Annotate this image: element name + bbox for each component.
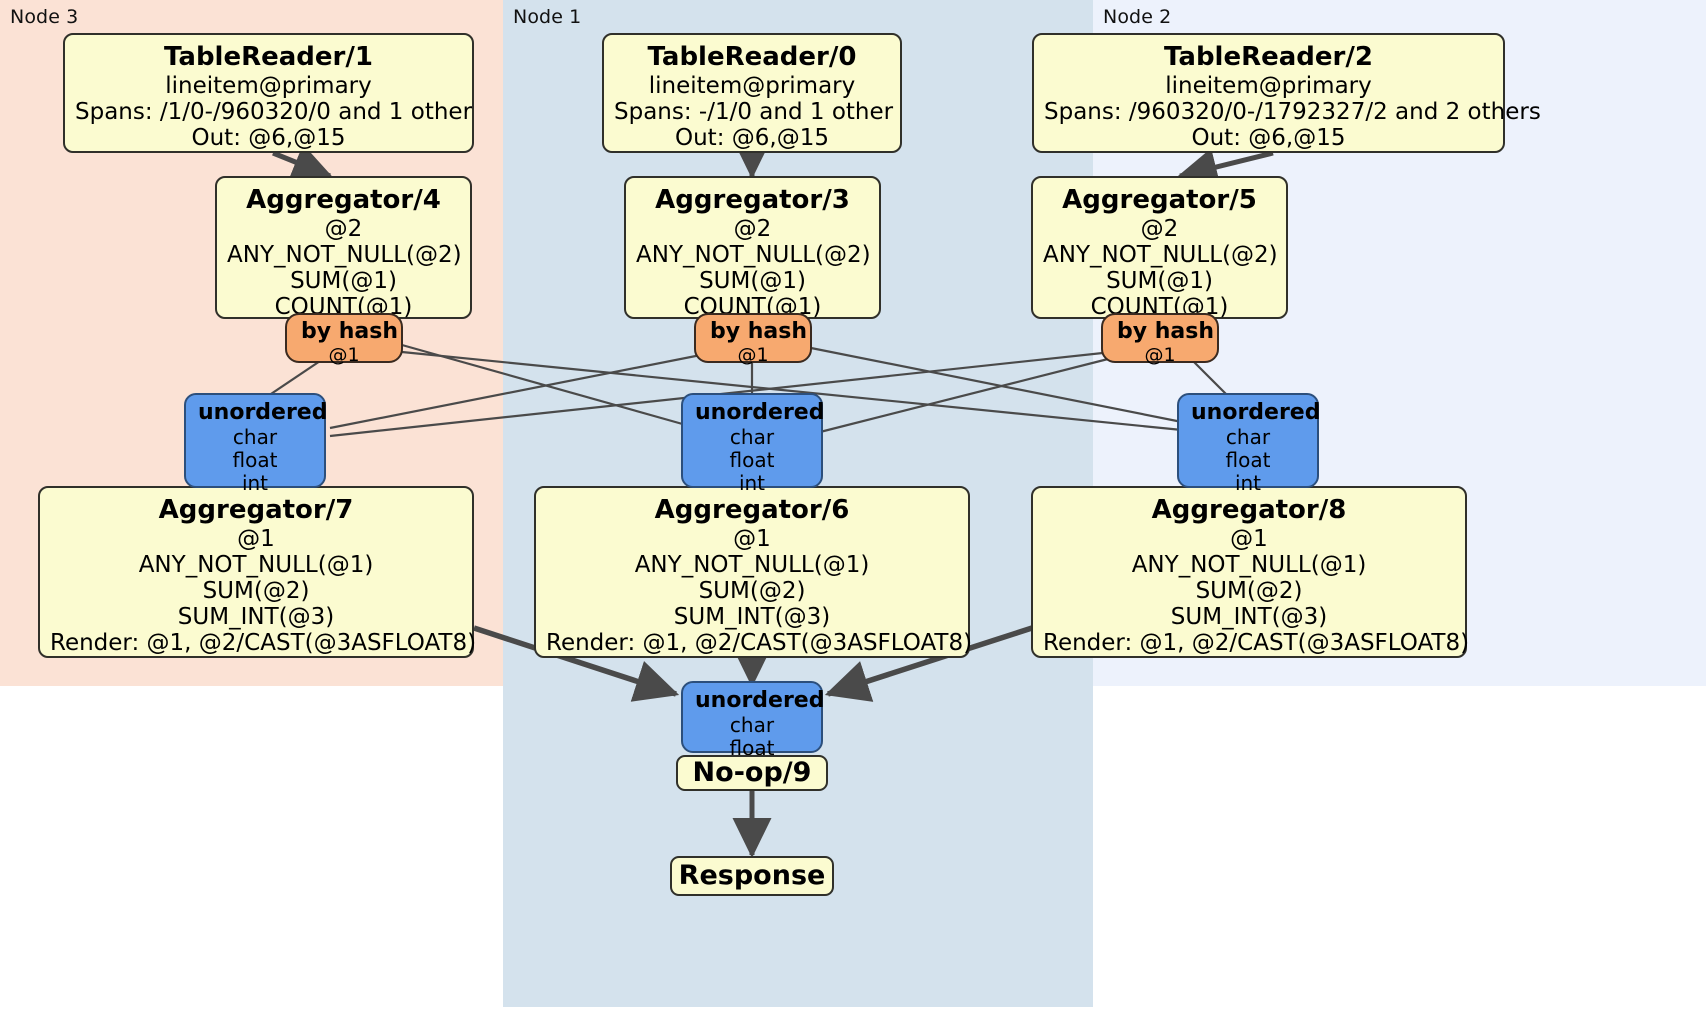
processor-title: Aggregator/6 [654,495,850,525]
processor-table: lineitem@primary [648,73,856,99]
processor-agg-3: SUM_INT(@3) [673,604,831,630]
processor-group: @1 [1230,526,1268,552]
router-column: @1 [328,344,360,366]
processor-title: TableReader/0 [647,42,857,72]
sync-title: unordered [695,400,825,425]
processor-agg-1: ANY_NOT_NULL(@1) [138,552,374,578]
processor-title: Aggregator/8 [1151,495,1347,525]
sync-type-3: int [241,471,269,495]
processor-spans: Spans: -/1/0 and 1 other [614,99,894,125]
input-sync-unordered-node2[interactable]: unordered char float int [1177,393,1321,495]
sync-type-2: float [729,736,775,760]
processor-agg-1: ANY_NOT_NULL(@2) [1043,242,1278,268]
router-title: by hash [1117,319,1215,344]
processor-agg-1: ANY_NOT_NULL(@1) [1131,552,1367,578]
node-panel-label-node1: Node 1 [513,6,582,28]
router-column: @1 [737,344,769,366]
processor-tablereader-2[interactable]: TableReader/2 lineitem@primary Spans: /9… [1032,33,1541,153]
processor-out: Out: @6,@15 [191,125,346,151]
processor-group: @1 [237,526,275,552]
processor-agg-2: SUM(@1) [699,268,806,294]
processor-tablereader-1[interactable]: TableReader/1 lineitem@primary Spans: /1… [63,33,474,153]
processor-title: Aggregator/4 [246,185,441,215]
processor-group: @2 [733,216,772,242]
sync-type-2: float [729,448,775,472]
processor-aggregator-3[interactable]: Aggregator/3 @2 ANY_NOT_NULL(@2) SUM(@1)… [624,176,881,320]
processor-agg-2: SUM(@1) [290,268,397,294]
sync-type-1: char [1225,425,1271,449]
processor-title: Aggregator/3 [655,185,850,215]
processor-agg-3: SUM_INT(@3) [177,604,335,630]
sync-type-1: char [729,425,775,449]
processor-spans: Spans: /1/0-/960320/0 and 1 other [75,99,473,125]
processor-aggregator-8[interactable]: Aggregator/8 @1 ANY_NOT_NULL(@1) SUM(@2)… [1031,486,1470,658]
processor-aggregator-6[interactable]: Aggregator/6 @1 ANY_NOT_NULL(@1) SUM(@2)… [534,486,973,658]
processor-agg-2: SUM(@2) [698,578,806,604]
processor-title: TableReader/1 [164,42,373,72]
sync-type-1: char [232,425,278,449]
processor-table: lineitem@primary [1165,73,1372,99]
processor-agg-2: SUM(@2) [202,578,310,604]
processor-title: Aggregator/7 [158,495,354,525]
router-title: by hash [301,319,399,344]
processor-aggregator-5[interactable]: Aggregator/5 @2 ANY_NOT_NULL(@2) SUM(@1)… [1031,176,1288,320]
input-sync-unordered-node3[interactable]: unordered char float int [184,393,328,495]
processor-title: Aggregator/5 [1062,185,1257,215]
processor-aggregator-4[interactable]: Aggregator/4 @2 ANY_NOT_NULL(@2) SUM(@1)… [215,176,472,320]
sync-type-2: float [232,448,278,472]
sync-title: unordered [198,400,328,425]
input-sync-unordered-node1[interactable]: unordered char float int [681,393,825,495]
sync-title: unordered [695,688,825,713]
response-title: Response [678,860,826,891]
processor-spans: Spans: /960320/0-/1792327/2 and 2 others [1044,99,1541,125]
processor-group: @2 [324,216,363,242]
processor-out: Out: @6,@15 [1191,125,1346,151]
router-column: @1 [1144,344,1176,366]
processor-render: Render: @1, @2/CAST(@3ASFLOAT8) [50,630,477,656]
router-title: by hash [710,319,808,344]
sync-type-3: int [738,471,766,495]
sync-type-1: char [729,713,775,737]
output-router-by-hash-node1[interactable]: by hash @1 [694,313,812,366]
processor-render: Render: @1, @2/CAST(@3ASFLOAT8) [546,630,973,656]
sync-type-3: int [1234,471,1262,495]
output-router-by-hash-node3[interactable]: by hash @1 [285,313,403,366]
processor-noop-9[interactable]: No-op/9 [676,755,828,791]
response-node[interactable]: Response [670,856,834,896]
sync-title: unordered [1191,400,1321,425]
processor-agg-1: ANY_NOT_NULL(@1) [634,552,870,578]
input-sync-unordered-final[interactable]: unordered char float [681,681,825,760]
processor-render: Render: @1, @2/CAST(@3ASFLOAT8) [1043,630,1470,656]
processor-agg-3: SUM_INT(@3) [1170,604,1328,630]
processor-title: TableReader/2 [1164,42,1373,72]
output-router-by-hash-node2[interactable]: by hash @1 [1101,313,1219,366]
sync-type-2: float [1225,448,1271,472]
processor-agg-1: ANY_NOT_NULL(@2) [636,242,871,268]
processor-agg-1: ANY_NOT_NULL(@2) [227,242,462,268]
processor-aggregator-7[interactable]: Aggregator/7 @1 ANY_NOT_NULL(@1) SUM(@2)… [38,486,477,658]
processor-group: @2 [1140,216,1179,242]
node-panel-label-node3: Node 3 [10,6,79,28]
processor-table: lineitem@primary [165,73,372,99]
processor-tablereader-0[interactable]: TableReader/0 lineitem@primary Spans: -/… [602,33,902,153]
processor-title: No-op/9 [692,757,812,788]
node-panel-label-node2: Node 2 [1103,6,1172,28]
processor-out: Out: @6,@15 [675,125,829,151]
processor-agg-2: SUM(@1) [1106,268,1213,294]
processor-group: @1 [733,526,771,552]
processor-agg-2: SUM(@2) [1195,578,1303,604]
